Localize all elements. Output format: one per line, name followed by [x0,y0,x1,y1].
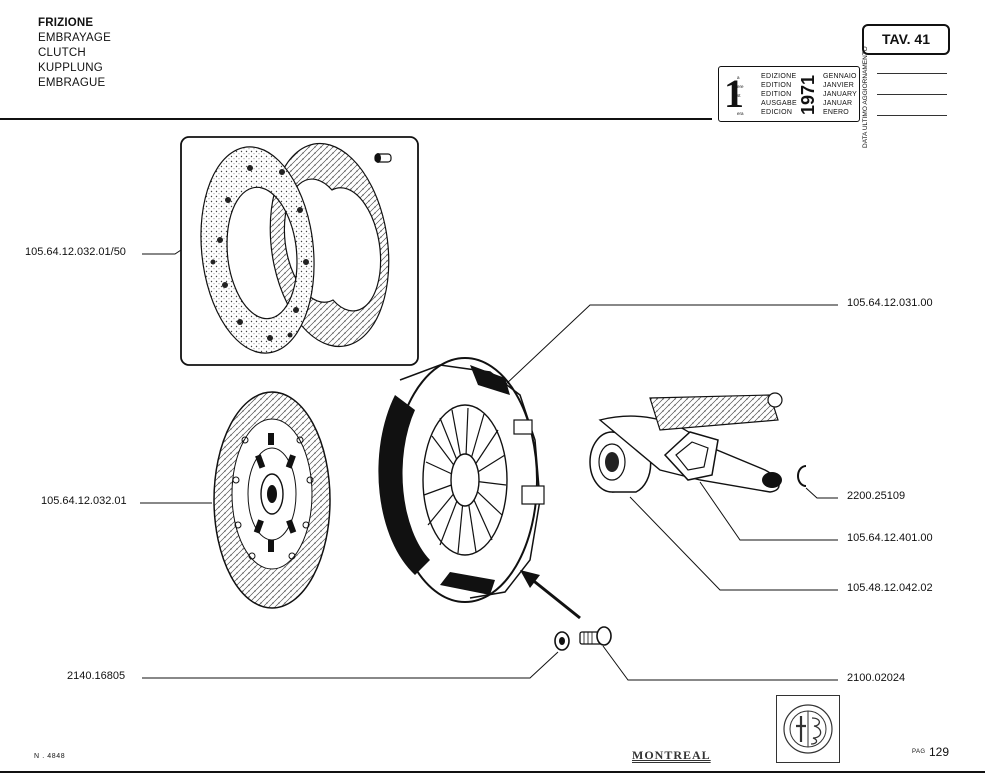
edition-months: GENNAIO JANVIER JANUARY JANUAR ENERO [823,72,857,117]
alfa-romeo-logo-icon [776,695,840,763]
pressure-plate [378,357,545,603]
edition-ordinal-es: era [737,111,744,116]
title-french: EMBRAYAGE [38,32,111,44]
rivet-icon [374,153,392,163]
update-line-1 [877,73,947,74]
brand-name: MONTREAL [632,748,711,762]
edition-number: 1 [724,71,744,116]
update-line-2 [877,94,947,95]
document-number: N . 4848 [34,753,66,760]
part-label-circlip: 2200.25109 [847,490,906,502]
footer-divider [0,771,985,773]
title-block: FRIZIONE EMBRAYAGE CLUTCH KUPPLUNG EMBRA… [38,16,111,91]
part-label-lining-set: 105.64.12.032.01/50 [25,246,126,258]
leader-lines [140,249,838,681]
part-label-clutch-disc: 105.64.12.032.01 [41,495,127,507]
header-divider [0,118,712,120]
edition-month-it: GENNAIO [823,73,857,80]
edition-label-es: EDICION [761,109,793,116]
page-number: 129 [929,745,950,759]
part-label-bolt: 2100.02024 [847,672,906,684]
assembly-arrow [520,570,581,620]
lining-set-callout [180,136,419,366]
edition-month-fr: JANVIER [823,82,854,89]
part-label-pressure-plate: 105.64.12.031.00 [847,297,933,309]
title-spanish: EMBRAGUE [38,77,106,89]
edition-month-es: ENERO [823,109,849,116]
title-italian: FRIZIONE [38,17,94,29]
edition-labels: EDIZIONE EDITION EDITION AUSGABE EDICION [761,72,797,117]
clutch-disc [213,391,331,609]
release-fork [598,392,783,493]
bolt-icon [579,626,612,646]
part-label-release-fork: 105.64.12.401.00 [847,532,933,544]
edition-label-en: EDITION [761,91,792,98]
edition-label-de: AUSGABE [761,100,797,107]
table-number-badge: TAV. 41 [862,24,950,55]
update-line-3 [877,115,947,116]
title-english: CLUTCH [38,47,86,59]
edition-box: 1 a ere st era EDIZIONE EDITION EDITION … [718,66,860,122]
page-prefix: PAG [912,749,926,755]
friction-lining-front [200,146,315,354]
release-bearing [589,431,652,493]
title-german: KUPPLUNG [38,62,103,74]
edition-month-en: JANUARY [823,91,857,98]
washer-icon [554,631,570,651]
part-label-release-bearing: 105.48.12.042.02 [847,582,933,594]
edition-ordinal-fr: ere [737,84,744,89]
part-label-washer: 2140.16805 [67,670,126,682]
edition-ordinal-en: st [737,93,741,98]
edition-label-fr: EDITION [761,82,792,89]
edition-ordinal-it: a [737,75,740,80]
circlip-icon [797,465,807,487]
edition-label-it: EDIZIONE [761,73,797,80]
edition-month-de: JANUAR [823,100,853,107]
